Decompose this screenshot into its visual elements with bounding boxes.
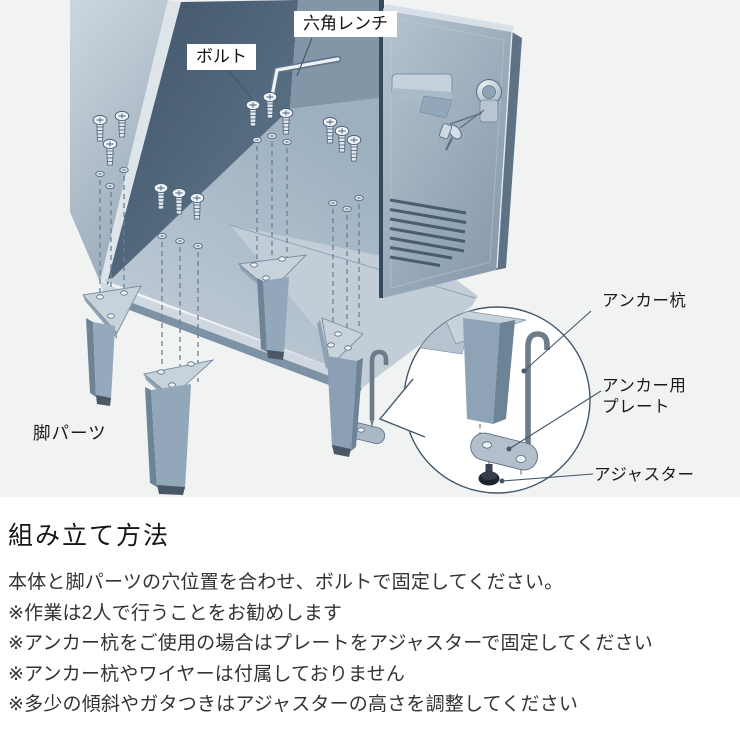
box-front-left-edge xyxy=(100,0,181,287)
stake-callout-line xyxy=(523,310,592,372)
detail-circle-pointer xyxy=(380,379,425,437)
instruction-line: ※多少の傾斜やガタつきはアジャスターの高さを調整してください xyxy=(8,694,579,715)
door-tray xyxy=(391,73,453,119)
hex-wrench-callout-label: 六角レンチ xyxy=(294,11,397,37)
bolt-callout-label: ボルト xyxy=(187,44,256,70)
bolt-hole xyxy=(282,138,292,146)
detail-adjuster-icon xyxy=(478,464,500,486)
instructions-heading: 組み立て方法 xyxy=(8,522,171,550)
hex-wrench-icon xyxy=(268,55,342,101)
instruction-line: 本体と脚パーツの穴位置を合わせ、ボルトで固定してください。 xyxy=(8,572,564,593)
assembly-illustration: ボルト 六角レンチ アンカー杭 アンカー用 プレート アジャスター 脚パーツ xyxy=(0,0,740,497)
box-bottom-rim-left xyxy=(100,282,362,388)
instruction-line: ※アンカー杭やワイヤーは付属しておりません xyxy=(8,663,406,685)
box-door xyxy=(383,4,522,298)
bolt-hole xyxy=(95,170,105,178)
detail-leg-side xyxy=(493,320,515,424)
adjuster-callout-label: アジャスター xyxy=(594,466,695,484)
door-keys-icon xyxy=(438,109,485,151)
instruction-line: ※アンカー杭をご使用の場合はプレートをアジャスターで固定してください xyxy=(8,633,653,654)
box-bottom-rim-left-under xyxy=(100,292,362,396)
door-lock-icon xyxy=(476,79,502,123)
leg-part-1 xyxy=(82,285,142,406)
door-face xyxy=(383,10,512,298)
anchor-plate-label-line2: プレート xyxy=(602,398,670,416)
leg-parts-callout-label: 脚パーツ xyxy=(33,423,107,443)
bolt-hole xyxy=(193,242,203,250)
anchor-stake-callout-label: アンカー杭 xyxy=(602,292,687,310)
bolt-hole xyxy=(252,136,262,144)
bolt-callout-line xyxy=(227,69,253,100)
anchor-plate-label-line1: アンカー用 xyxy=(602,377,687,395)
door-hinge-edge xyxy=(379,0,384,298)
instruction-line: ※作業は2人で行うことをお勧めします xyxy=(8,602,343,624)
detail-leg-front xyxy=(463,318,500,424)
instructions-body: 本体と脚パーツの穴位置を合わせ、ボルトで固定してください。 ※作業は2人で行うこ… xyxy=(8,568,730,721)
leg-part-4 xyxy=(317,317,389,457)
wrench-callout-line xyxy=(296,37,313,77)
assembly-diagram-canvas xyxy=(70,0,602,495)
anchor-plate-callout-label: アンカー用 プレート xyxy=(602,376,686,418)
bolt-hole xyxy=(175,237,185,245)
plate-callout-line xyxy=(508,390,602,450)
callout-lines xyxy=(227,37,602,484)
door-vent-slats xyxy=(389,198,467,267)
assembly-dashed-lines xyxy=(99,142,369,438)
door-top-edge xyxy=(383,4,514,32)
box-left-panel xyxy=(70,0,168,282)
bolt-hole xyxy=(267,132,277,140)
box-inner-left-wall xyxy=(106,0,298,287)
anchor-stake-icon xyxy=(369,349,389,428)
leg-part-3 xyxy=(237,254,308,360)
bolt-hole xyxy=(354,194,364,202)
bolt-hole xyxy=(157,232,167,240)
assembly-instructions-section: 組み立て方法 本体と脚パーツの穴位置を合わせ、ボルトで固定してください。 ※作業… xyxy=(0,497,740,721)
bolt-hole xyxy=(342,205,352,213)
leg-part-2 xyxy=(142,359,215,495)
bolt-hole xyxy=(105,182,115,190)
bolt-hole xyxy=(119,166,129,174)
adjuster-callout-line xyxy=(501,473,594,482)
bolt-hole xyxy=(328,199,338,207)
door-right-edge xyxy=(496,32,522,270)
